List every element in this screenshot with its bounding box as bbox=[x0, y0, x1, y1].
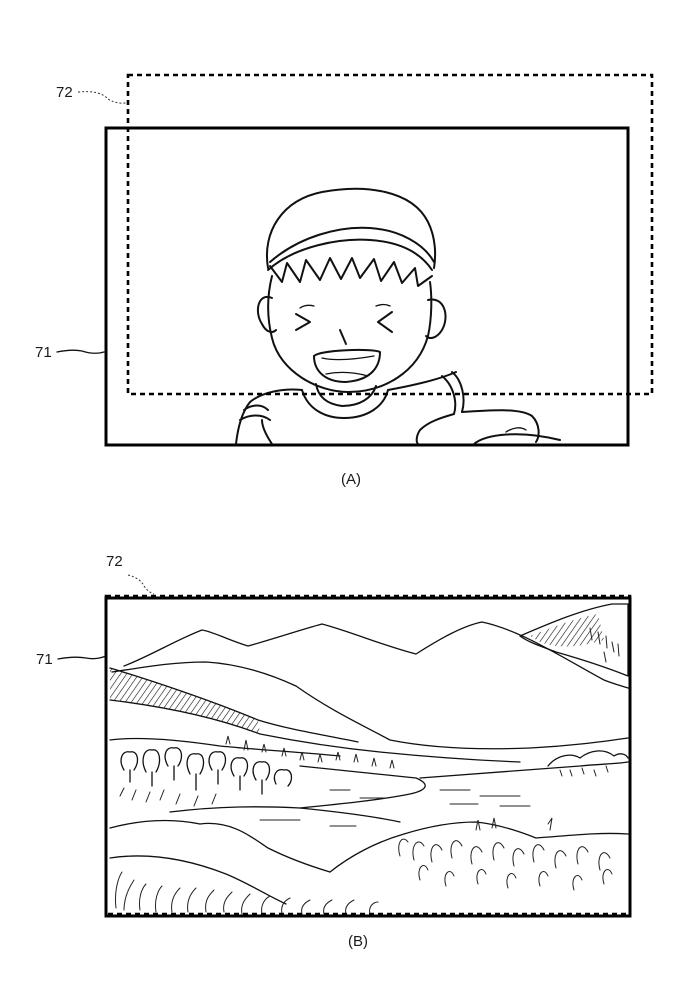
label-72-a: 72 bbox=[56, 84, 73, 101]
frame-72-a bbox=[126, 73, 654, 396]
caption-a: (A) bbox=[341, 471, 361, 488]
frame-72-b bbox=[104, 594, 632, 916]
label-71-a: 71 bbox=[35, 344, 52, 361]
child-drawing bbox=[235, 187, 561, 445]
caption-b: (B) bbox=[348, 933, 368, 950]
label-71-b: 71 bbox=[36, 651, 53, 668]
leader-72-b bbox=[127, 574, 155, 595]
figure-a: 72 71 bbox=[35, 73, 654, 488]
figure-b: 72 71 bbox=[36, 553, 632, 950]
leader-71-a bbox=[56, 349, 105, 354]
landscape-drawing bbox=[109, 603, 629, 915]
leader-71-b bbox=[57, 655, 107, 660]
frame-71-b bbox=[104, 596, 632, 918]
label-72-b: 72 bbox=[106, 553, 123, 570]
leader-72-a bbox=[77, 91, 127, 104]
frame-71-a bbox=[104, 126, 630, 447]
